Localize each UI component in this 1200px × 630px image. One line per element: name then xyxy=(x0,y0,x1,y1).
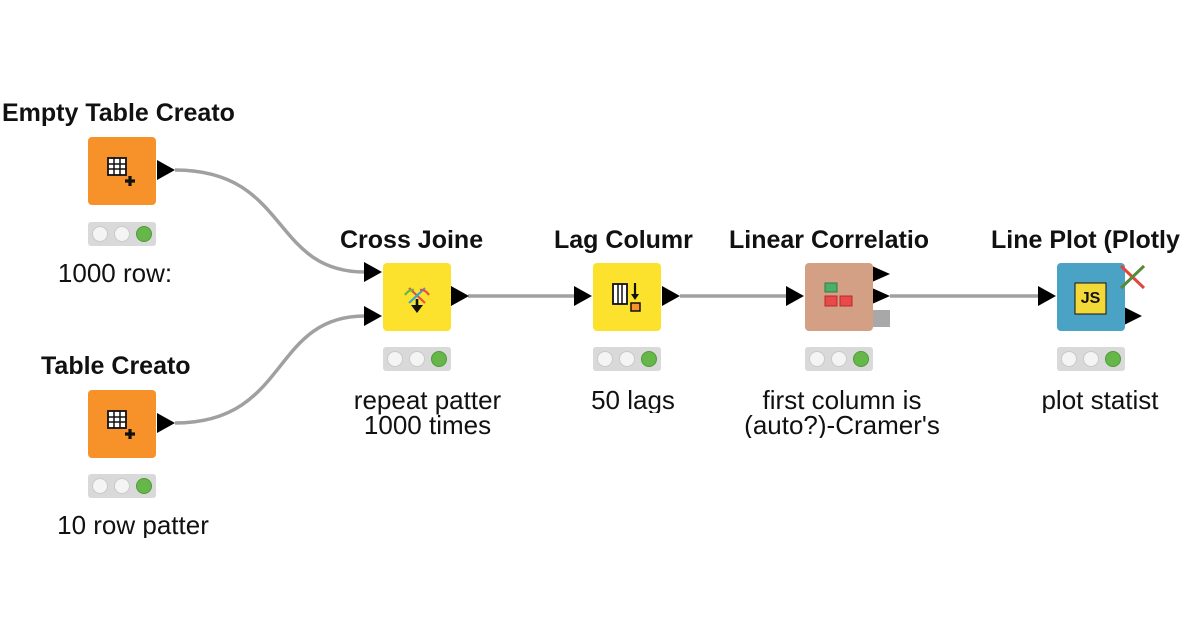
output-port-cross-joiner[interactable] xyxy=(451,286,469,306)
cross-join-icon xyxy=(404,287,430,313)
status-light-red xyxy=(92,226,108,242)
status-light-yellow xyxy=(1083,351,1099,367)
status-light-green xyxy=(431,351,447,367)
annotation-line: first column is xyxy=(762,388,922,415)
table-add-icon xyxy=(107,157,135,186)
table-add-icon xyxy=(107,410,135,439)
annotation-line: repeat patter xyxy=(353,388,502,415)
output-port-table-creator[interactable] xyxy=(157,413,175,433)
node-status-empty-table-creator xyxy=(88,222,156,246)
input-port-cross-joiner-top[interactable] xyxy=(364,262,382,282)
node-empty-table-creator[interactable] xyxy=(88,137,156,205)
annotation-line: 1000 times xyxy=(363,410,492,438)
js-label: JS xyxy=(1080,290,1101,307)
output-port-line-plot[interactable] xyxy=(1124,307,1142,325)
input-port-cross-joiner-bottom[interactable] xyxy=(364,306,382,326)
node-annotation-cross-joiner: repeat patter 1000 times xyxy=(335,388,520,438)
annotation-line: plot statist xyxy=(1041,388,1159,413)
annotation-line: 50 lags xyxy=(591,388,675,413)
output-port-linear-correlation-2[interactable] xyxy=(872,288,890,304)
status-light-yellow xyxy=(409,351,425,367)
node-status-cross-joiner xyxy=(383,347,451,371)
annotation-line: 1000 row: xyxy=(57,261,173,286)
node-annotation-linear-correlation: first column is (auto?)-Cramer's xyxy=(735,388,949,438)
output-port-lag-column[interactable] xyxy=(662,286,680,306)
status-light-green xyxy=(1105,351,1121,367)
input-port-lag-column[interactable] xyxy=(574,286,592,306)
status-light-yellow xyxy=(619,351,635,367)
input-port-linear-correlation[interactable] xyxy=(786,286,804,306)
annotation-line: (auto?)-Cramer's xyxy=(744,410,940,438)
node-error-icon xyxy=(1119,264,1146,290)
javascript-icon xyxy=(1074,282,1107,315)
status-light-red xyxy=(387,351,403,367)
node-annotation-lag-column: 50 lags xyxy=(587,388,679,413)
status-light-yellow xyxy=(114,226,130,242)
status-light-red xyxy=(597,351,613,367)
input-port-line-plot[interactable] xyxy=(1038,286,1056,306)
status-light-green xyxy=(136,478,152,494)
node-lag-column[interactable] xyxy=(593,263,661,331)
status-light-red xyxy=(92,478,108,494)
status-light-yellow xyxy=(831,351,847,367)
connection-table-creator-to-cross-joiner[interactable] xyxy=(174,314,366,425)
status-light-yellow xyxy=(114,478,130,494)
connection-empty-table-to-cross-joiner[interactable] xyxy=(174,168,366,274)
status-light-green xyxy=(853,351,869,367)
output-port-linear-correlation-model[interactable] xyxy=(872,310,890,327)
node-cross-joiner[interactable] xyxy=(383,263,451,331)
node-title-line-plot: Line Plot (Plotly xyxy=(991,226,1180,254)
node-title-linear-correlation: Linear Correlatio xyxy=(729,226,930,254)
node-status-linear-correlation xyxy=(805,347,873,371)
lag-column-icon xyxy=(612,283,641,312)
node-status-table-creator xyxy=(88,474,156,498)
node-status-lag-column xyxy=(593,347,661,371)
node-table-creator[interactable] xyxy=(88,390,156,458)
annotation-line: 10 row patter xyxy=(57,513,209,538)
status-light-red xyxy=(809,351,825,367)
node-title-lag-column: Lag Columr xyxy=(554,226,693,254)
node-linear-correlation[interactable] xyxy=(805,263,873,331)
output-port-linear-correlation-1[interactable] xyxy=(872,266,890,282)
status-light-green xyxy=(641,351,657,367)
node-title-table-creator: Table Creato xyxy=(41,352,191,380)
node-line-plot[interactable]: JS xyxy=(1057,263,1125,331)
node-title-cross-joiner: Cross Joine xyxy=(340,226,484,254)
node-status-line-plot xyxy=(1057,347,1125,371)
node-annotation-empty-table-creator: 1000 row: xyxy=(40,261,190,286)
correlation-matrix-icon xyxy=(824,282,853,307)
node-annotation-line-plot: plot statist xyxy=(1025,388,1175,413)
status-light-red xyxy=(1061,351,1077,367)
node-annotation-table-creator: 10 row patter xyxy=(30,513,236,538)
output-port-empty-table[interactable] xyxy=(157,160,175,180)
status-light-green xyxy=(136,226,152,242)
node-title-empty-table-creator: Empty Table Creato xyxy=(2,99,235,127)
